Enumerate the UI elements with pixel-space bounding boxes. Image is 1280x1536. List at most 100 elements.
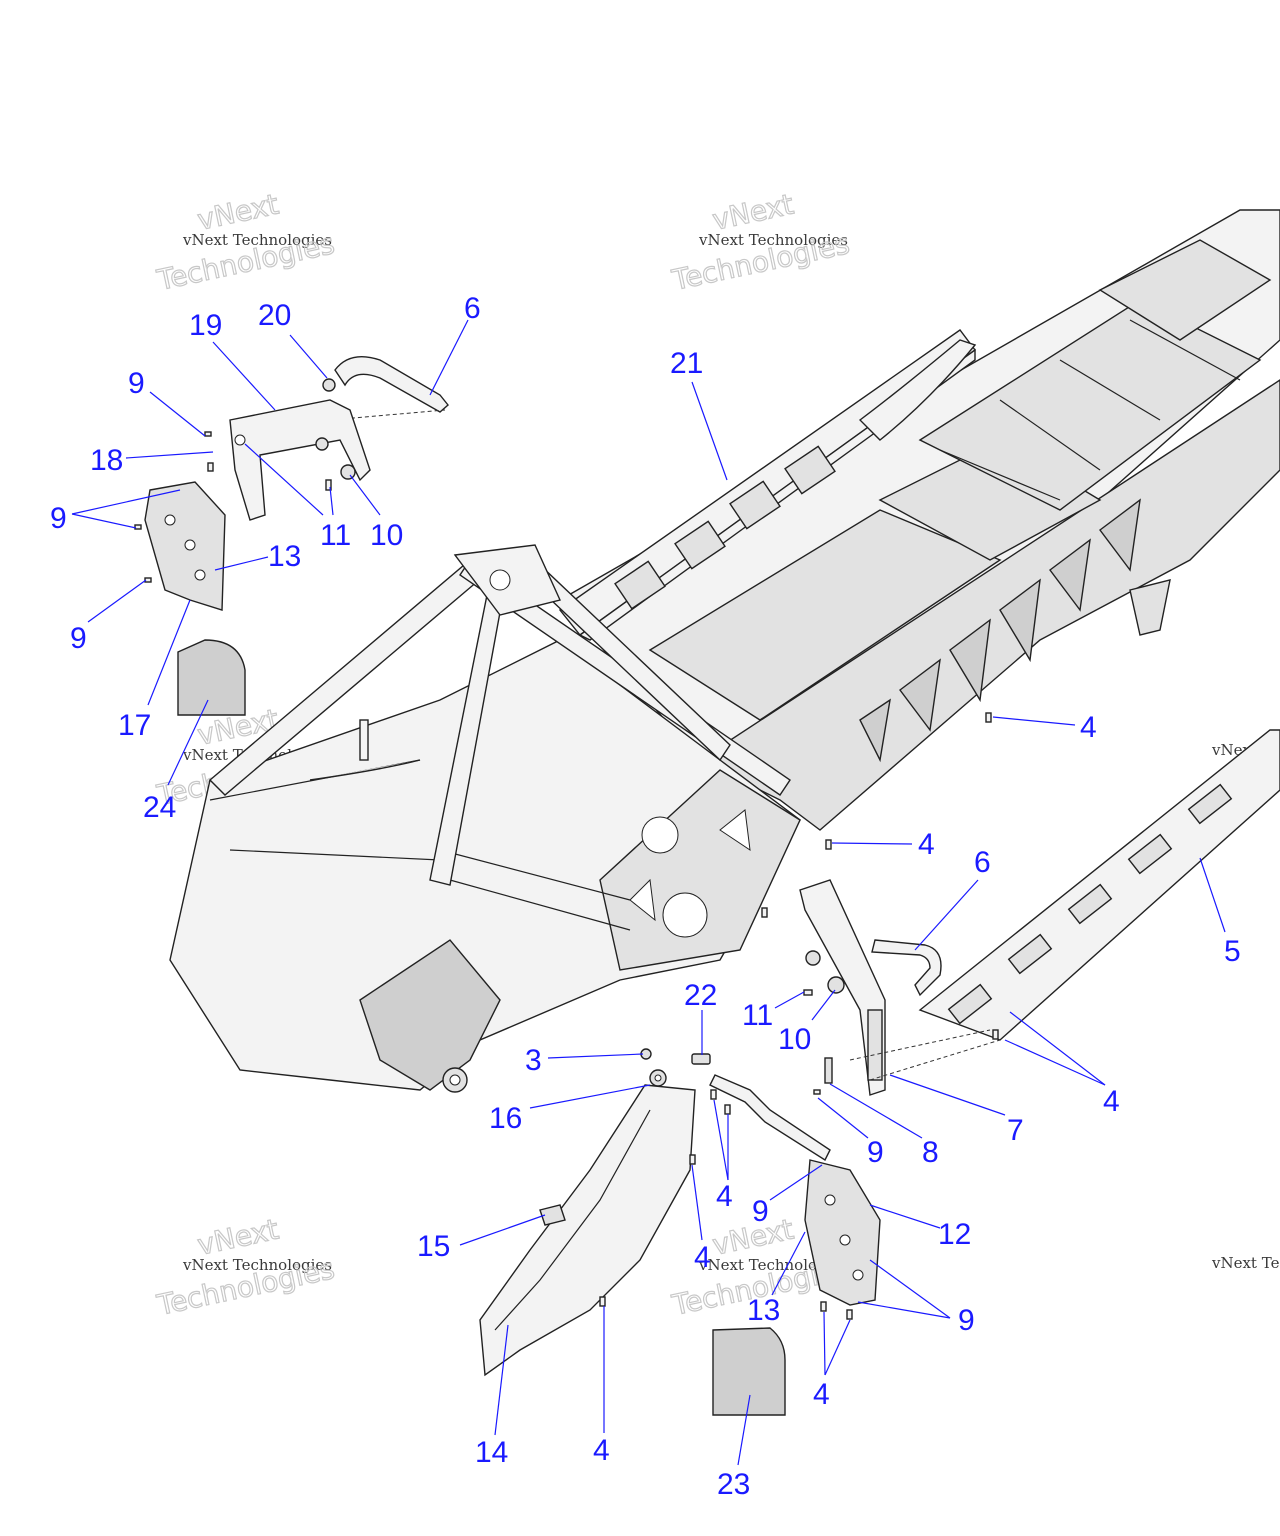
strap-body	[709, 1074, 831, 1162]
rail-window	[674, 520, 726, 570]
panel-hole	[194, 569, 206, 581]
callout-19: 19	[189, 309, 222, 342]
leader-10-lower	[811, 989, 836, 1021]
tunnel-heat-exchanger	[918, 299, 1262, 511]
callout-4: 4	[918, 828, 935, 861]
bracket-hole	[234, 434, 246, 446]
clip	[691, 1053, 711, 1065]
callout-23: 23	[717, 1468, 750, 1501]
callout-9: 9	[752, 1195, 769, 1228]
chassis-tunnel	[558, 209, 1280, 831]
panel-hole	[839, 1234, 851, 1246]
rail-bumper-bend	[858, 339, 977, 441]
leader-21	[691, 381, 728, 481]
plate-hole	[641, 816, 679, 854]
leader-18	[125, 451, 214, 459]
nut	[322, 378, 336, 392]
panel-hole	[852, 1269, 864, 1281]
tunnel-side-panel	[698, 379, 1280, 831]
side-plate	[599, 769, 801, 971]
callout-9: 9	[128, 367, 145, 400]
leader-4-b	[831, 842, 913, 845]
cross-member	[439, 849, 631, 901]
bracket-7	[799, 879, 886, 1096]
leader-19	[212, 341, 276, 411]
board-slot	[1187, 783, 1233, 825]
panel-hole	[164, 514, 176, 526]
callout-9: 9	[958, 1304, 975, 1337]
leader-13-upper	[214, 556, 269, 571]
leader-5	[1199, 857, 1226, 933]
bushing	[315, 437, 329, 451]
screw	[820, 1301, 827, 1312]
screw	[813, 1089, 821, 1095]
screw	[204, 431, 212, 437]
assembly-dash	[869, 1039, 1001, 1081]
hx-line	[939, 449, 1061, 501]
foam-pad	[177, 639, 246, 716]
screw	[992, 1029, 999, 1040]
grommet-16	[649, 1069, 667, 1087]
callout-8: 8	[922, 1136, 939, 1169]
leader-9-b2	[71, 513, 137, 529]
bolt	[803, 989, 813, 996]
callout-20: 20	[258, 299, 291, 332]
plate-cutout	[629, 878, 656, 922]
bushing	[340, 464, 356, 480]
watermark-text: vNext Technologies	[1211, 1254, 1280, 1272]
front-bulkhead	[169, 639, 801, 1093]
callout-labels: 6 20 19 9 18 9 13 9 17 24 11 10 21 4 4 6…	[50, 292, 1241, 1501]
belly-pan	[359, 939, 501, 1091]
bracket-19	[229, 399, 371, 521]
callout-3: 3	[525, 1044, 542, 1077]
callout-10: 10	[778, 1023, 811, 1056]
leader-4-e	[691, 1164, 703, 1241]
board-slot	[1067, 883, 1113, 925]
side-cutout	[1099, 498, 1141, 572]
leader-12	[869, 1204, 941, 1229]
stud	[359, 719, 369, 761]
leader-4-d1	[713, 1099, 729, 1181]
leader-9-f2	[857, 1301, 951, 1319]
board-slot	[947, 983, 993, 1025]
callout-9: 9	[867, 1136, 884, 1169]
watermark: vNext vNext Technologies Technologies	[668, 187, 853, 298]
side-cutout	[999, 578, 1041, 663]
brace-rod	[309, 759, 421, 781]
leader-14	[494, 1324, 509, 1436]
screw	[724, 1104, 731, 1115]
grab-handle-6-upper	[334, 356, 449, 413]
screw	[207, 462, 214, 472]
callout-18: 18	[90, 444, 123, 477]
side-cutout	[1049, 538, 1091, 612]
nut-20	[322, 378, 336, 392]
callout-4: 4	[694, 1241, 711, 1274]
cross-member	[449, 879, 631, 931]
leader-10-upper	[349, 474, 381, 516]
watermark-text: vNext Technologies	[182, 1256, 332, 1274]
grab-handle	[871, 939, 942, 997]
bolts-10-11-lower	[803, 950, 845, 996]
leader-7	[889, 1074, 1006, 1116]
bracket-body	[229, 399, 371, 521]
leader-20	[289, 334, 328, 379]
callout-9: 9	[50, 502, 67, 535]
callout-4: 4	[716, 1180, 733, 1213]
leader-9-c	[87, 579, 147, 623]
assembly-dash	[849, 1029, 991, 1061]
screw	[599, 1296, 606, 1307]
leader-8	[829, 1083, 923, 1139]
bracket-body	[799, 879, 886, 1096]
panel-hole	[824, 1194, 836, 1206]
callout-16: 16	[489, 1102, 522, 1135]
leader-6-upper	[429, 319, 469, 396]
plate-cutout	[719, 809, 751, 852]
side-cutout	[899, 658, 941, 732]
grab-handle	[334, 356, 449, 413]
leader-4-a	[992, 716, 1076, 726]
bracket-8	[824, 1057, 833, 1084]
side-cutout	[859, 698, 891, 763]
bulkhead-body	[169, 639, 801, 1091]
screw	[985, 712, 992, 723]
leader-4-f2	[824, 1319, 851, 1376]
